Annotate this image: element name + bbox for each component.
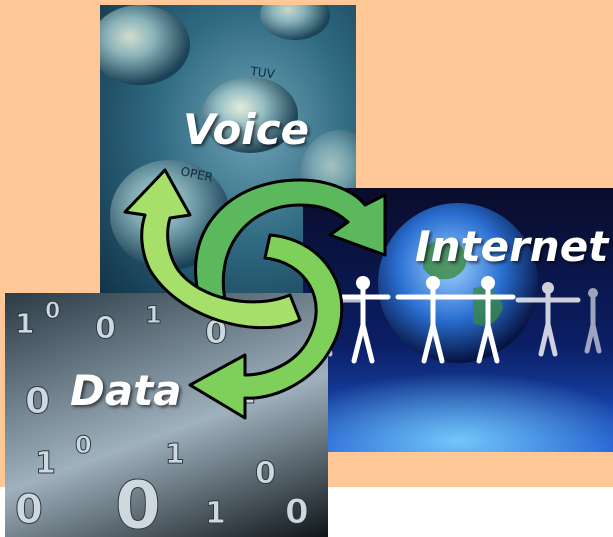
svg-text:0: 0	[95, 311, 116, 346]
svg-text:0: 0	[115, 467, 161, 537]
svg-text:1: 1	[15, 307, 34, 340]
svg-text:1: 1	[205, 496, 226, 531]
svg-text:0: 0	[285, 492, 309, 532]
internet-label: Internet	[415, 222, 609, 271]
svg-text:0: 0	[15, 487, 43, 533]
svg-text:0: 0	[45, 299, 60, 324]
data-label: Data	[70, 366, 182, 415]
data-panel: 1 0 0 1 0 1 0 1 1 0 1 0 0 0 1 0	[5, 293, 328, 537]
svg-text:1: 1	[145, 301, 162, 329]
svg-text:0: 0	[25, 381, 50, 422]
voice-label: Voice	[183, 105, 310, 154]
svg-text:1: 1	[165, 437, 184, 470]
svg-text:TUV: TUV	[249, 64, 277, 81]
svg-text:0: 0	[75, 431, 92, 459]
svg-text:0: 0	[255, 456, 276, 491]
globe-people-image	[303, 203, 613, 452]
internet-panel	[303, 188, 613, 452]
svg-text:1: 1	[35, 446, 56, 481]
svg-text:OPER: OPER	[179, 164, 214, 184]
